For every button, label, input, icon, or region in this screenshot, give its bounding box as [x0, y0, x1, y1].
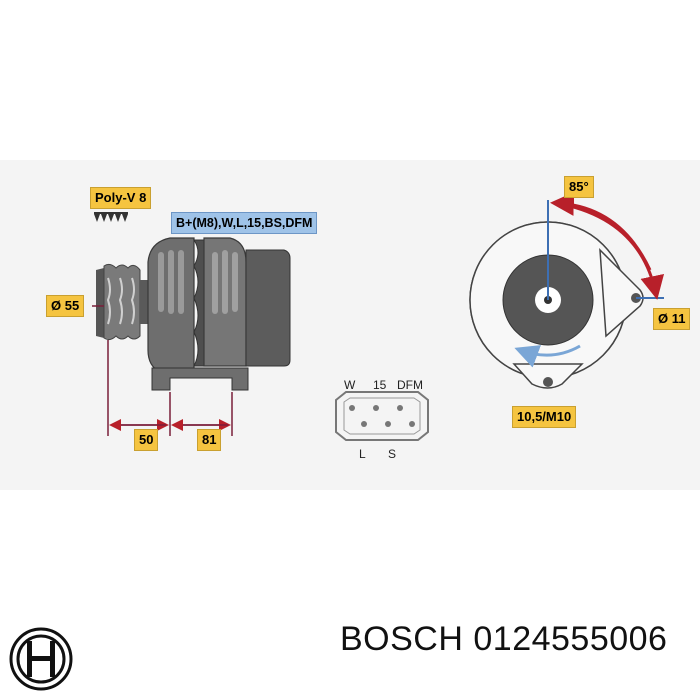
pin-label-w: W	[344, 378, 356, 392]
dimension-lines	[92, 305, 233, 436]
poly-v-label: Poly-V 8	[90, 187, 152, 209]
brand-part-number: BOSCH 0124555006	[340, 620, 667, 659]
pulley	[96, 263, 141, 341]
part-number: 0124555006	[473, 620, 668, 658]
front-view	[469, 191, 665, 389]
dimension-50-label: 50	[134, 429, 159, 451]
connector-spec-label: B+(M8),W,L,15,BS,DFM	[171, 212, 318, 234]
pin-label-s: S	[388, 447, 397, 461]
angle-label: 85°	[564, 176, 594, 198]
pin-label-15: 15	[373, 378, 387, 392]
pulley-diameter-label: Ø 55	[46, 295, 85, 317]
pin-label-l: L	[359, 447, 366, 461]
lug-diameter-label: Ø 11	[653, 308, 691, 330]
dimension-81-label: 81	[197, 429, 222, 451]
poly-v-belt-icon	[94, 212, 128, 222]
connector-plug	[335, 391, 429, 441]
rear-housing	[203, 237, 247, 367]
front-housing	[147, 237, 195, 373]
mount-hole-label: 10,5/M10	[512, 406, 577, 428]
pin-label-dfm: DFM	[397, 378, 423, 392]
brand-name: BOSCH	[340, 620, 464, 658]
bosch-logo-icon	[9, 627, 73, 691]
side-view	[92, 212, 291, 436]
